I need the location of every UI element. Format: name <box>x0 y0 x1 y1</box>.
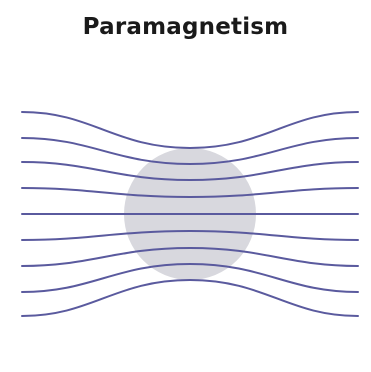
field-line <box>21 137 359 166</box>
field-line <box>21 111 359 150</box>
magnetic-field-lines <box>21 111 359 317</box>
diagram-title: Paramagnetism <box>82 14 289 40</box>
field-line <box>21 229 359 241</box>
field-line <box>21 262 359 293</box>
field-line <box>21 161 359 182</box>
field-line <box>21 246 359 267</box>
field-line <box>21 187 359 199</box>
field-line <box>21 278 359 317</box>
